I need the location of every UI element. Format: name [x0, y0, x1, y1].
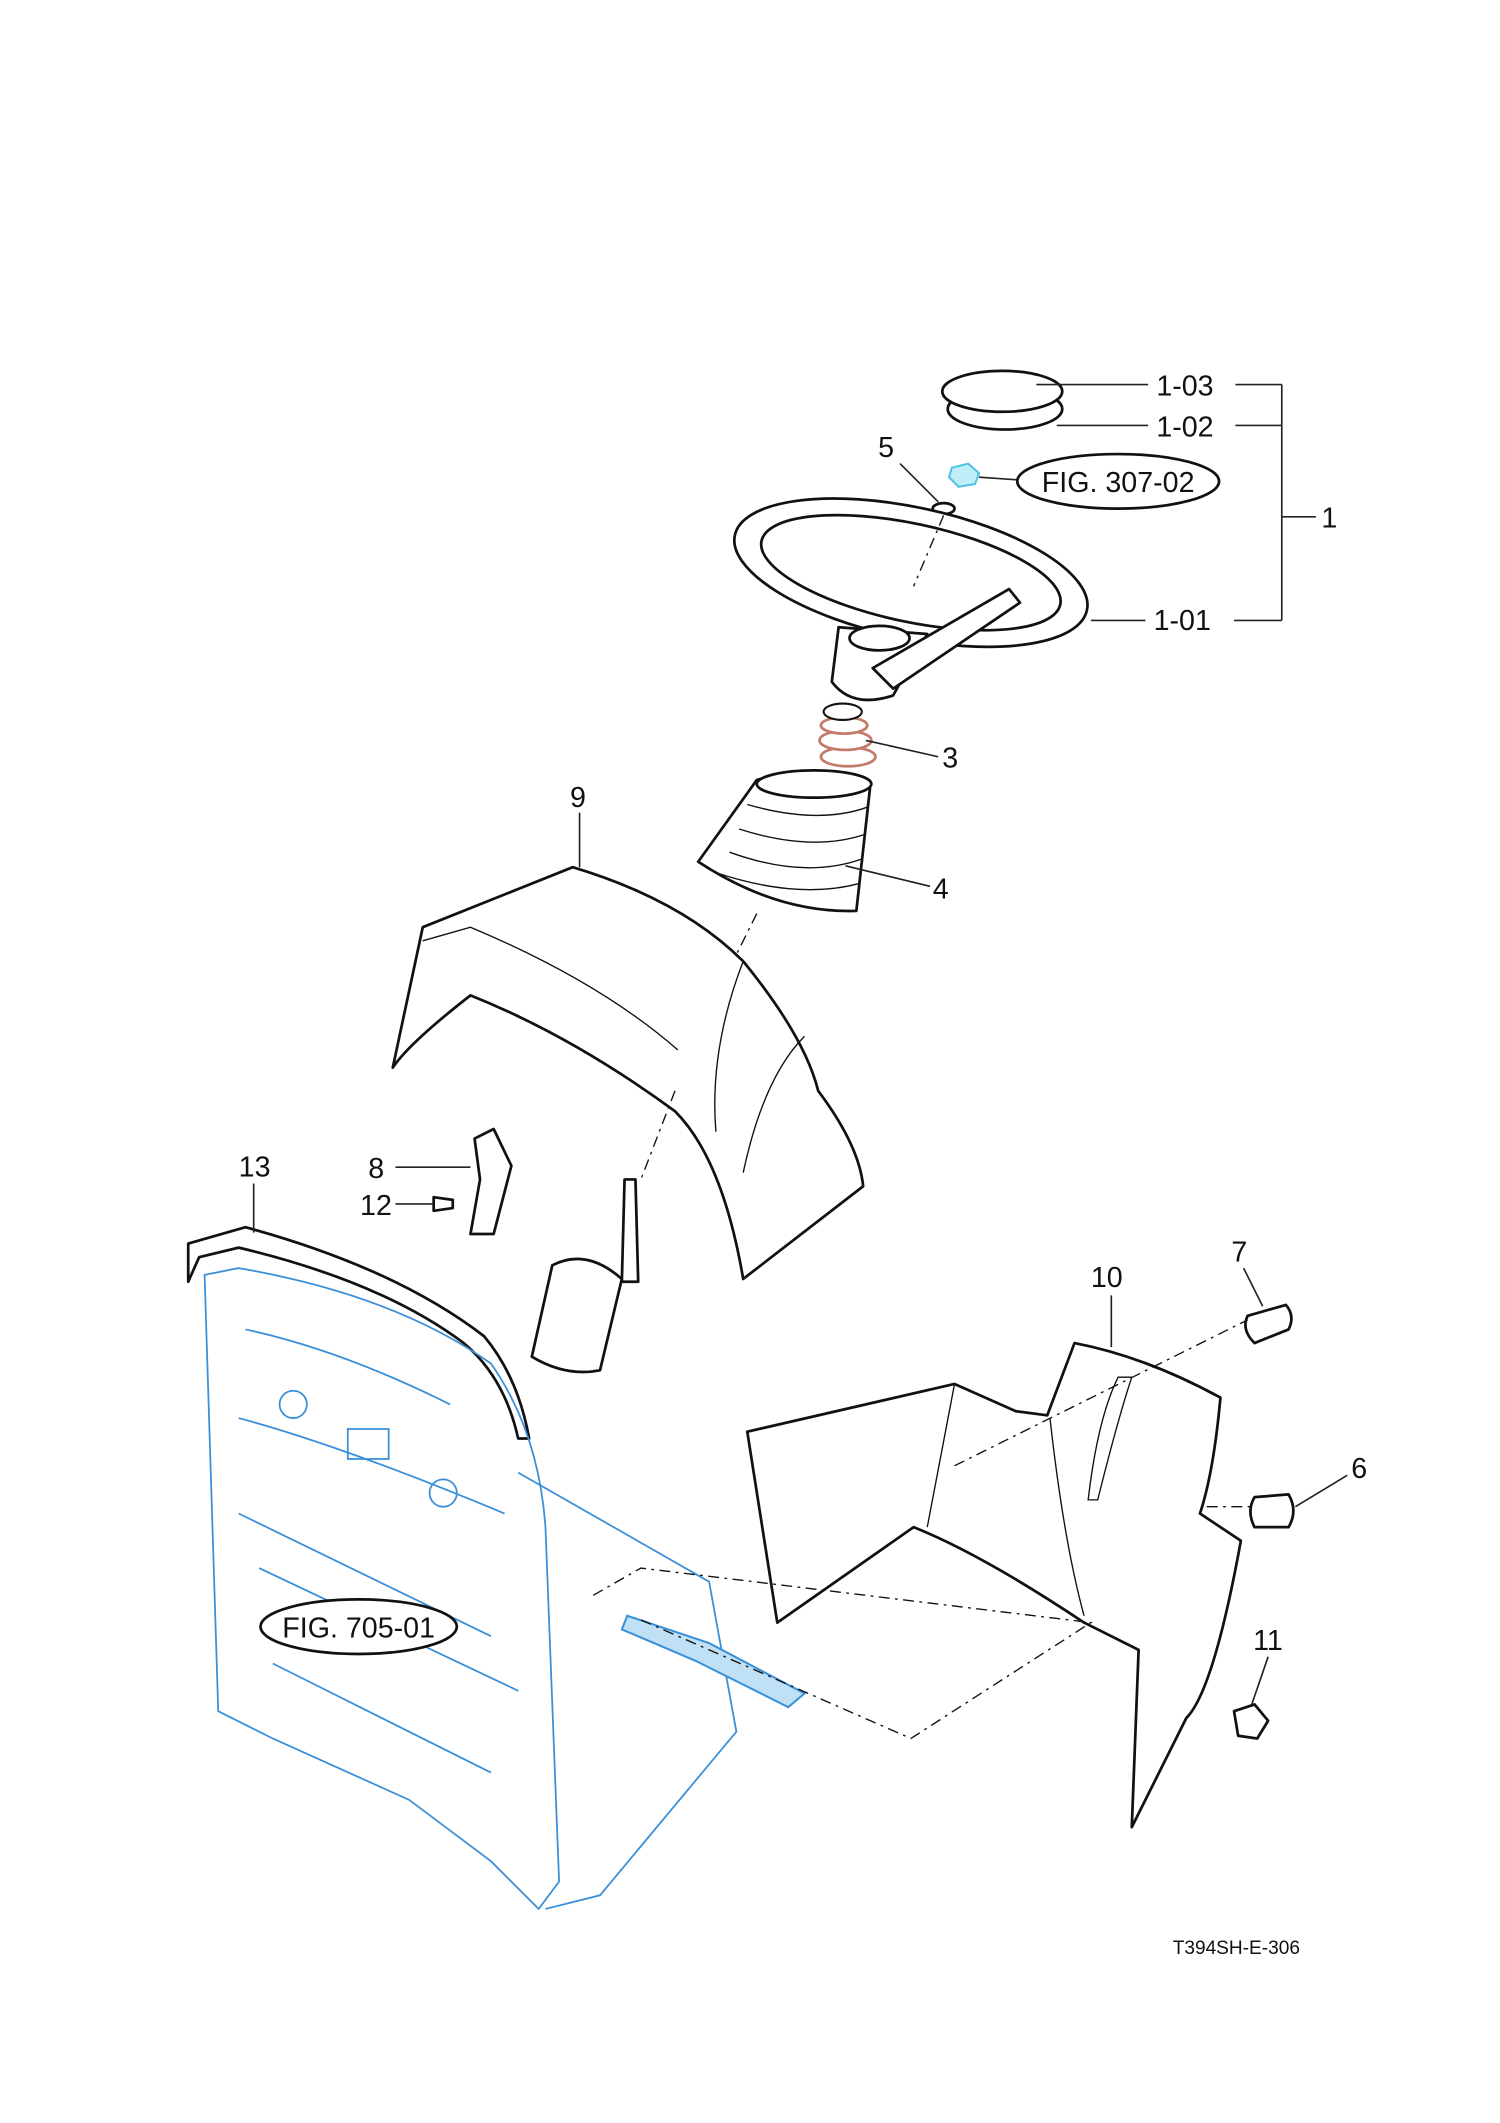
steering-column-cover	[391, 865, 865, 1281]
callout-11: 11	[1253, 1625, 1283, 1657]
callout-9: 9	[570, 782, 586, 814]
callout-13: 13	[239, 1152, 271, 1184]
callout-4: 4	[933, 874, 949, 906]
svg-text:FIG. 307-02: FIG. 307-02	[1042, 467, 1195, 499]
svg-text:FIG. 705-01: FIG. 705-01	[282, 1613, 435, 1645]
callout-5: 5	[878, 432, 894, 464]
callout-1: 1	[1321, 503, 1337, 535]
callout-1-03: 1-03	[1156, 370, 1213, 402]
callout-1-01: 1-01	[1154, 605, 1211, 637]
figure-code: T394SH-E-306	[1173, 1938, 1300, 1959]
bolt-part	[1232, 1703, 1270, 1740]
lower-column-cover	[745, 1341, 1243, 1829]
callout-10: 10	[1091, 1262, 1123, 1294]
bushing-part	[1249, 1493, 1295, 1529]
callout-3: 3	[942, 743, 958, 775]
steering-boot	[696, 769, 873, 913]
steering-column	[530, 1178, 640, 1374]
reference-fig-307-02[interactable]: FIG. 307-02	[1015, 452, 1221, 510]
leader-lines	[252, 383, 1348, 1705]
callout-12: 12	[360, 1190, 392, 1222]
callout-7: 7	[1231, 1236, 1247, 1268]
spring-bellows	[818, 702, 877, 768]
reference-fig-705-01[interactable]: FIG. 705-01	[259, 1598, 459, 1656]
callout-6: 6	[1351, 1453, 1367, 1485]
nut-icon	[931, 462, 981, 516]
knob-part	[1244, 1303, 1293, 1345]
callout-1-02: 1-02	[1156, 411, 1213, 443]
dashboard-frame	[186, 1225, 738, 1911]
horn-cap-parts	[940, 369, 1064, 431]
brake-pedal	[620, 1614, 807, 1709]
lever-part	[432, 1127, 513, 1236]
callout-8: 8	[368, 1153, 384, 1185]
steering-wheel	[732, 497, 1089, 702]
